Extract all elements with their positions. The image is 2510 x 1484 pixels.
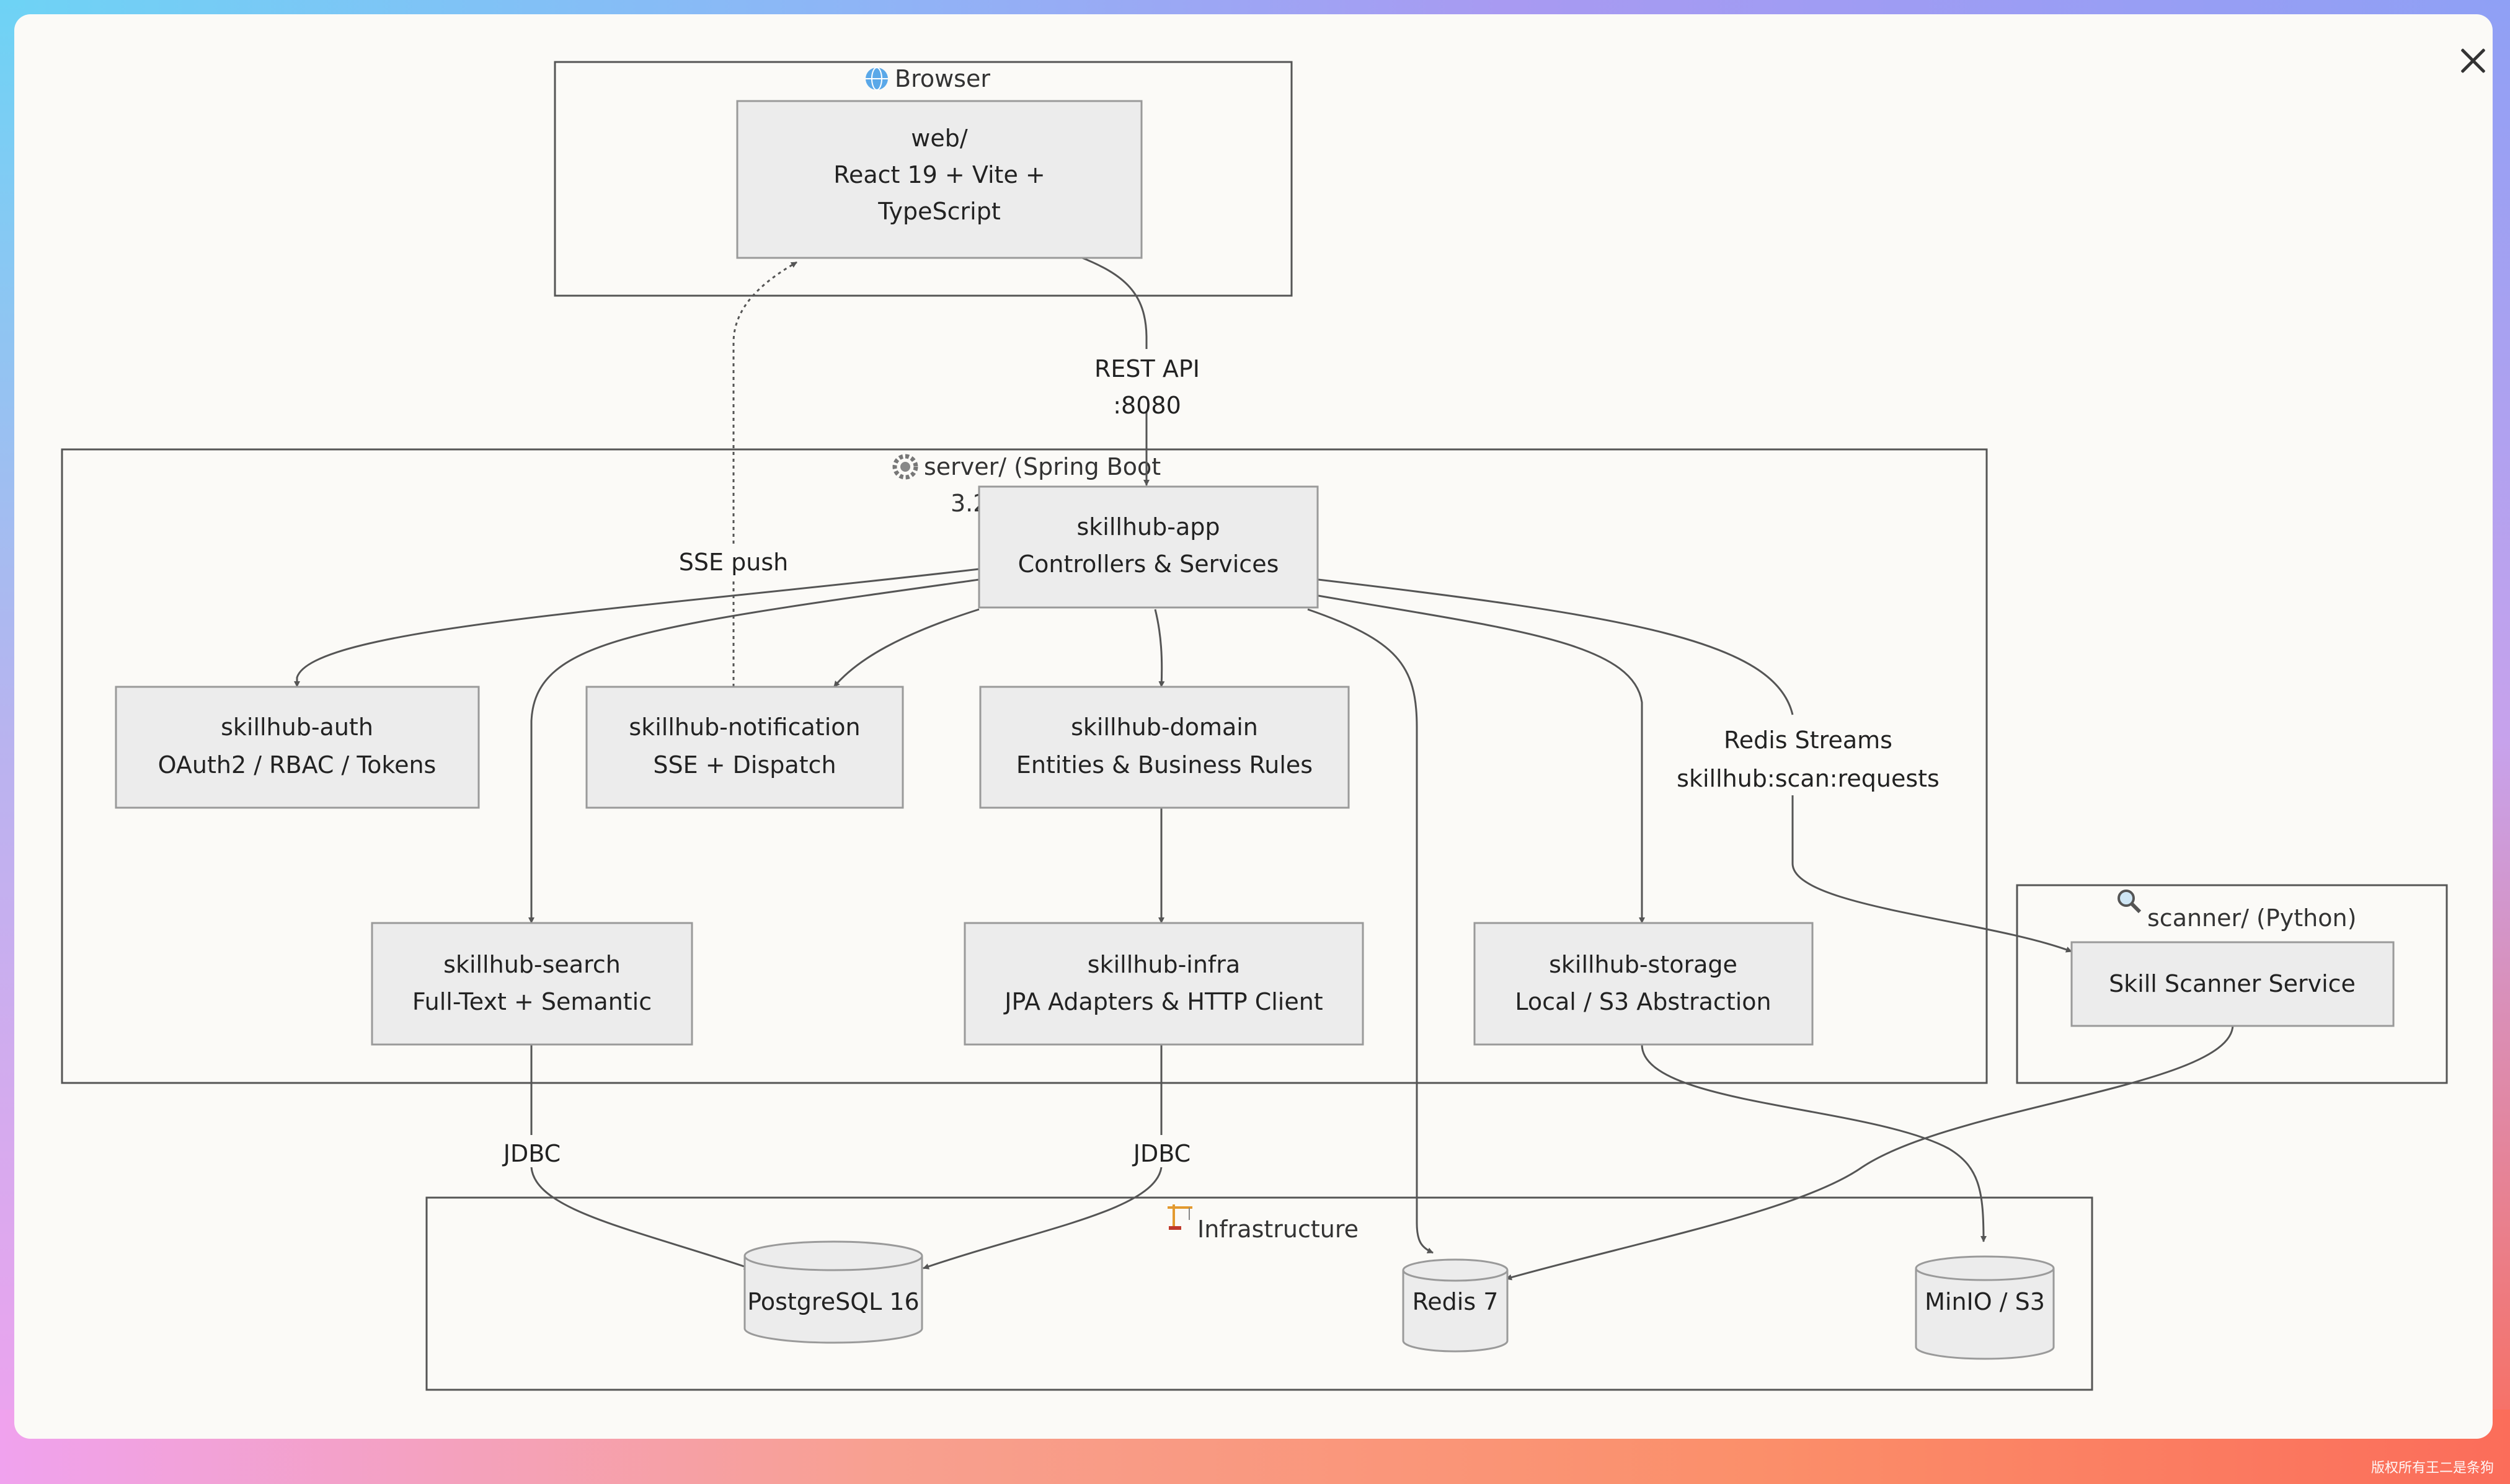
- node-search-subtitle: Full-Text + Semantic: [412, 988, 652, 1015]
- edge-label-redis-stream-key: skillhub:scan:requests: [1677, 765, 1940, 792]
- group-browser: [554, 61, 1293, 297]
- node-app-subtitle: Controllers & Services: [1018, 550, 1279, 578]
- node-skillhub-search[interactable]: skillhub-search Full-Text + Semantic: [371, 922, 693, 1046]
- node-auth-subtitle: OAuth2 / RBAC / Tokens: [158, 751, 437, 779]
- node-web-line1: web/: [911, 125, 968, 152]
- node-scanner-title: Skill Scanner Service: [2109, 970, 2356, 997]
- edge-app-to-storage: [1307, 593, 1645, 924]
- group-server-label: server/ (Spring Boot: [924, 453, 1161, 480]
- node-web-line2: React 19 + Vite +: [833, 161, 1045, 188]
- node-minio-storage[interactable]: MinIO / S3: [1915, 1255, 2055, 1360]
- edge-app-to-search: [528, 578, 980, 924]
- edge-app-to-notification: [833, 608, 980, 687]
- node-storage-title: skillhub-storage: [1549, 951, 1737, 978]
- node-skillhub-notification[interactable]: skillhub-notification SSE + Dispatch: [585, 686, 904, 809]
- node-domain-title: skillhub-domain: [1071, 713, 1258, 741]
- edge-infra-to-postgres: [923, 1167, 1163, 1270]
- node-skillhub-auth[interactable]: skillhub-auth OAuth2 / RBAC / Tokens: [115, 686, 480, 809]
- node-postgresql-database[interactable]: PostgreSQL 16: [743, 1240, 923, 1344]
- group-infrastructure: [425, 1196, 2093, 1391]
- node-search-title: skillhub-search: [443, 951, 621, 978]
- globe-icon: [866, 67, 888, 91]
- architecture-diagram: .grp{fill:none;stroke:#555;stroke-width:…: [61, 61, 2448, 1391]
- edge-label-redis-streams: Redis Streams: [1724, 727, 1892, 754]
- node-notification-subtitle: SSE + Dispatch: [653, 751, 836, 779]
- node-web[interactable]: web/ React 19 + Vite + TypeScript: [736, 100, 1143, 259]
- group-scanner: [2016, 884, 2448, 1084]
- node-storage-subtitle: Local / S3 Abstraction: [1515, 988, 1771, 1015]
- node-skillhub-infra[interactable]: skillhub-infra JPA Adapters & HTTP Clien…: [964, 922, 1364, 1046]
- node-infra-subtitle: JPA Adapters & HTTP Client: [1003, 988, 1323, 1015]
- edge-app-to-scanner-top: [1307, 577, 1794, 715]
- diagram-modal: .grp{fill:none;stroke:#555;stroke-width:…: [14, 14, 2493, 1439]
- edge-label-jdbc-infra: JDBC: [1132, 1140, 1191, 1167]
- close-icon[interactable]: [2454, 42, 2491, 79]
- edge-scanner-to-redis: [1506, 1024, 2234, 1281]
- group-scanner-label: scanner/ (Python): [2147, 904, 2356, 932]
- gear-icon: [892, 454, 918, 480]
- edge-label-jdbc-search: JDBC: [502, 1140, 561, 1167]
- edge-search-to-postgres: [530, 1167, 750, 1270]
- edge-app-to-redis: [1307, 608, 1434, 1254]
- group-server: [61, 448, 1988, 1084]
- group-infrastructure-label: Infrastructure: [1197, 1216, 1359, 1243]
- node-skill-scanner-service[interactable]: Skill Scanner Service: [2070, 941, 2395, 1027]
- node-notification-title: skillhub-notification: [629, 713, 860, 741]
- node-app-title: skillhub-app: [1076, 513, 1220, 541]
- node-domain-subtitle: Entities & Business Rules: [1016, 751, 1313, 779]
- node-web-line3: TypeScript: [877, 198, 1001, 225]
- crane-icon: [1168, 1204, 1192, 1230]
- edge-label-rest-api: REST API: [1094, 355, 1200, 382]
- node-postgres-label: PostgreSQL 16: [747, 1288, 919, 1315]
- node-auth-title: skillhub-auth: [221, 713, 373, 741]
- edge-app-to-domain: [1154, 609, 1165, 687]
- group-browser-label: Browser: [895, 65, 990, 92]
- magnifier-icon: [2118, 890, 2142, 914]
- edge-app-to-scanner: [1791, 789, 2072, 953]
- edge-web-to-app-top: [1080, 256, 1148, 349]
- node-skillhub-storage[interactable]: skillhub-storage Local / S3 Abstraction: [1473, 922, 1814, 1046]
- node-skillhub-domain[interactable]: skillhub-domain Entities & Business Rule…: [979, 686, 1350, 809]
- edge-sse-push: [732, 261, 797, 687]
- node-skillhub-app[interactable]: skillhub-app Controllers & Services: [978, 485, 1319, 609]
- node-redis-label: Redis 7: [1412, 1288, 1499, 1315]
- edge-label-port: :8080: [1113, 392, 1181, 419]
- watermark: 版权所有王二是条狗: [2370, 1460, 2494, 1476]
- edge-label-sse-push: SSE push: [679, 549, 788, 576]
- node-infra-title: skillhub-infra: [1088, 951, 1240, 978]
- edge-app-to-auth: [294, 568, 980, 687]
- node-minio-label: MinIO / S3: [1925, 1288, 2045, 1315]
- node-redis-database[interactable]: Redis 7: [1402, 1258, 1509, 1353]
- edge-storage-to-minio: [1641, 1044, 1987, 1242]
